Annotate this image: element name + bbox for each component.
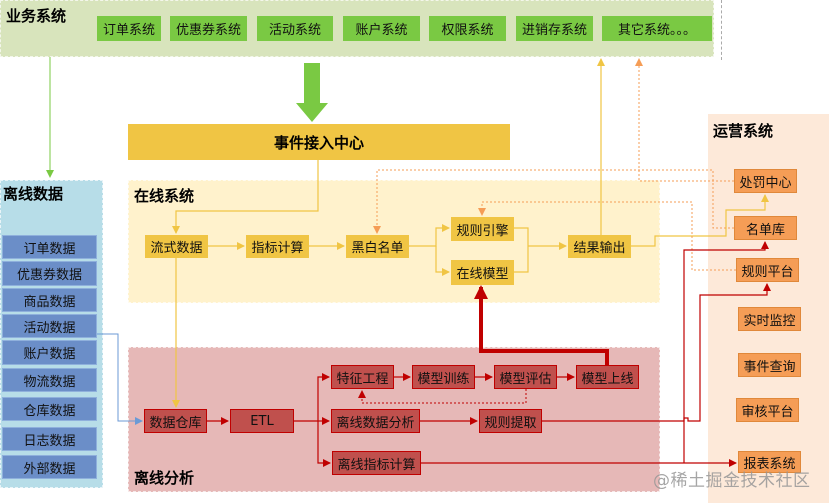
ops-system-title: 运营系统 (713, 122, 774, 140)
business-node-order[interactable]: 订单系统 (97, 16, 161, 41)
online-system-title: 在线系统 (134, 187, 195, 205)
offline-data-title: 离线数据 (3, 185, 64, 203)
online-node-metric[interactable]: 指标计算 (246, 235, 309, 258)
offline-node-evaluate[interactable]: 模型评估 (494, 365, 557, 389)
business-node-permission[interactable]: 权限系统 (429, 16, 506, 41)
ops-node-audit[interactable]: 审核平台 (736, 398, 799, 422)
ops-node-event-query[interactable]: 事件查询 (738, 353, 801, 377)
business-node-account[interactable]: 账户系统 (343, 16, 420, 41)
online-node-rule-engine[interactable]: 规则引擎 (451, 217, 514, 241)
online-node-online-model[interactable]: 在线模型 (451, 260, 514, 285)
business-node-inventory[interactable]: 进销存系统 (516, 16, 593, 41)
ops-node-penalty[interactable]: 处罚中心 (734, 169, 797, 193)
offline-node-etl[interactable]: ETL (230, 409, 294, 433)
ops-node-realtime-monitor[interactable]: 实时监控 (738, 307, 801, 331)
offline-data-order[interactable]: 订单数据 (2, 235, 97, 259)
business-node-activity[interactable]: 活动系统 (257, 16, 333, 41)
offline-data-logistics[interactable]: 物流数据 (2, 368, 97, 392)
offline-node-rule-extract[interactable]: 规则提取 (479, 409, 542, 433)
ops-node-rule-platform[interactable]: 规则平台 (736, 258, 799, 282)
offline-analysis-title: 离线分析 (134, 469, 195, 487)
offline-data-log[interactable]: 日志数据 (2, 427, 97, 451)
offline-node-analysis[interactable]: 离线数据分析 (331, 409, 420, 433)
vertical-divider (721, 0, 722, 60)
online-node-result[interactable]: 结果输出 (568, 235, 631, 258)
offline-node-feature[interactable]: 特征工程 (331, 365, 394, 389)
offline-node-warehouse[interactable]: 数据仓库 (144, 409, 207, 433)
event-access-center[interactable]: 事件接入中心 (128, 124, 510, 160)
business-node-coupon[interactable]: 优惠券系统 (170, 16, 247, 41)
offline-node-offline-metric[interactable]: 离线指标计算 (332, 451, 421, 475)
watermark: @稀土掘金技术社区 (653, 471, 811, 491)
online-node-stream[interactable]: 流式数据 (145, 235, 208, 258)
big-green-arrow (296, 63, 328, 122)
offline-data-coupon[interactable]: 优惠券数据 (2, 261, 97, 286)
offline-data-activity[interactable]: 活动数据 (2, 314, 97, 338)
offline-node-deploy[interactable]: 模型上线 (576, 365, 639, 389)
ops-node-list-library[interactable]: 名单库 (734, 216, 797, 240)
ops-node-report[interactable]: 报表系统 (738, 451, 801, 473)
offline-data-warehouse[interactable]: 仓库数据 (2, 397, 97, 421)
offline-data-account[interactable]: 账户数据 (2, 340, 97, 365)
business-node-others[interactable]: 其它系统。。。 (602, 16, 712, 41)
offline-data-goods[interactable]: 商品数据 (2, 288, 97, 312)
offline-data-external[interactable]: 外部数据 (2, 455, 97, 479)
offline-node-train[interactable]: 模型训练 (412, 365, 475, 389)
online-node-blackwhite[interactable]: 黑白名单 (346, 235, 409, 258)
business-systems-title: 业务系统 (6, 7, 67, 25)
